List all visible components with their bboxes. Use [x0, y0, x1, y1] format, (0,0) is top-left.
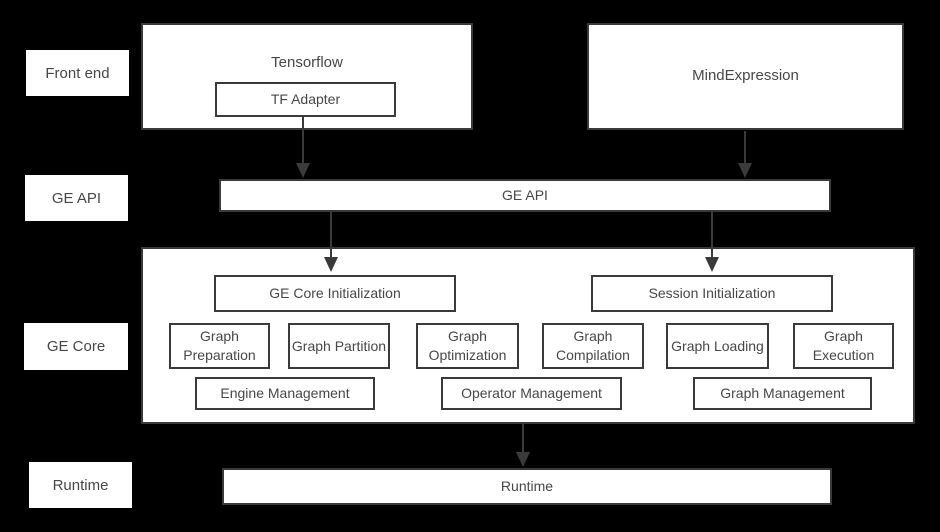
- arrow-mindexpression-to-ge-api: [738, 131, 752, 178]
- engine-management-box: Engine Management: [195, 377, 375, 410]
- ge-api-bar: GE API: [219, 179, 831, 212]
- runtime-bar: Runtime: [222, 468, 832, 505]
- tensorflow-box: Tensorflow TF Adapter: [141, 23, 473, 130]
- mindexpression-box: MindExpression: [587, 23, 904, 130]
- session-initialization-box: Session Initialization: [591, 275, 833, 312]
- ge-core-initialization-box: GE Core Initialization: [214, 275, 456, 312]
- graph-preparation-box: Graph Preparation: [169, 323, 270, 369]
- graph-loading-box: Graph Loading: [666, 323, 769, 369]
- layer-label-runtime: Runtime: [29, 462, 132, 508]
- graph-execution-box: Graph Execution: [793, 323, 894, 369]
- graph-optimization-box: Graph Optimization: [416, 323, 519, 369]
- layer-label-ge-api: GE API: [25, 175, 128, 221]
- tensorflow-title: Tensorflow: [271, 54, 343, 71]
- graph-partition-box: Graph Partition: [288, 323, 390, 369]
- operator-management-box: Operator Management: [441, 377, 622, 410]
- graph-compilation-box: Graph Compilation: [542, 323, 644, 369]
- ge-core-box: GE Core Initialization Session Initializ…: [141, 247, 915, 424]
- arrow-ge-core-to-runtime: [516, 424, 530, 467]
- layer-label-ge-core: GE Core: [24, 323, 128, 370]
- tf-adapter-box: TF Adapter: [215, 82, 396, 117]
- graph-management-box: Graph Management: [693, 377, 872, 410]
- layer-label-front-end: Front end: [26, 50, 129, 96]
